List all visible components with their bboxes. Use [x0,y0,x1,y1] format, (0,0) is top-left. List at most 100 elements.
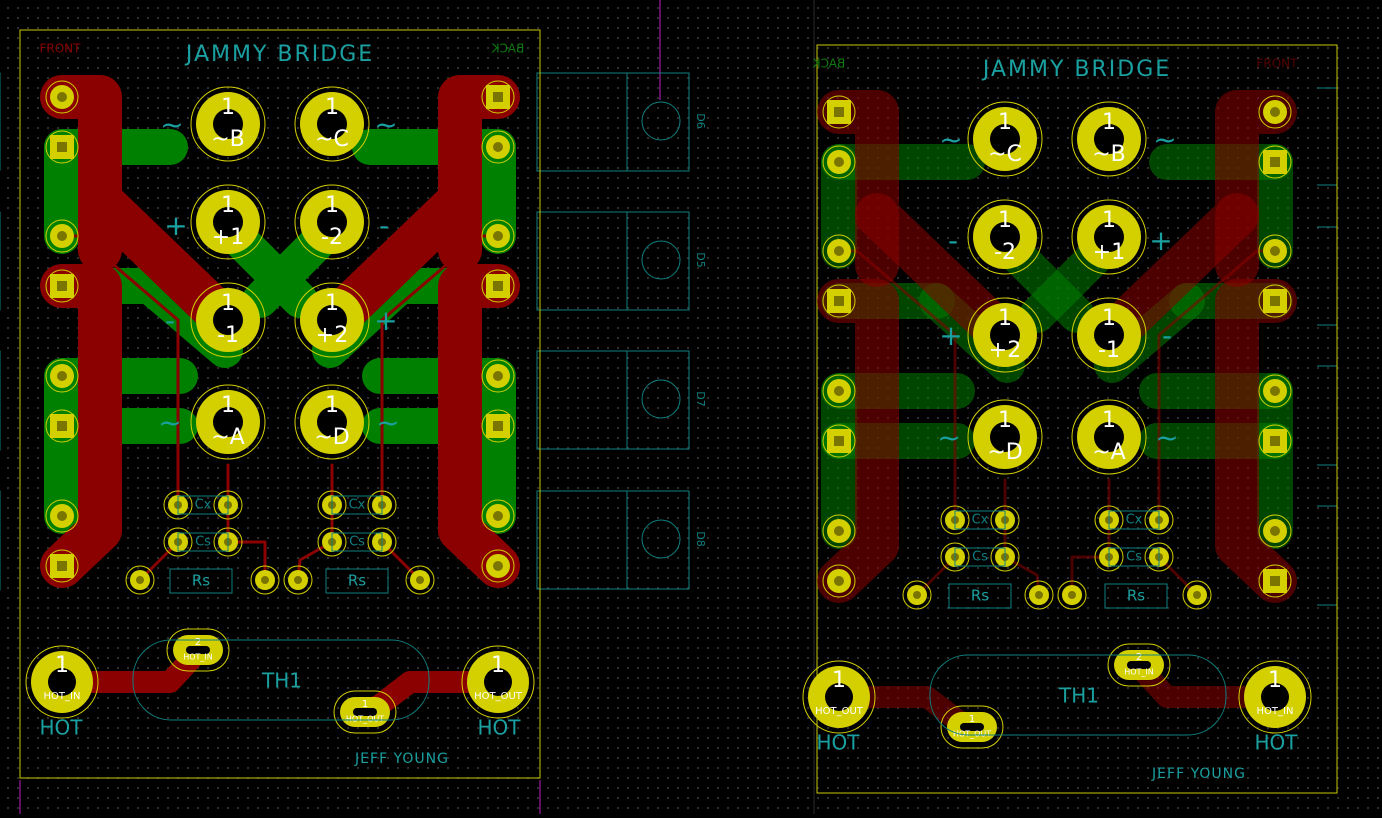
pad-clearance [45,269,79,303]
pad-drill [493,281,503,291]
pad-number: 1 [998,110,1012,135]
terminal-pad[interactable]: 1+2 [967,297,1043,373]
round-pad[interactable] [822,514,856,548]
terminal-pad[interactable]: 1~A [190,384,266,460]
round-pad[interactable] [822,234,856,268]
round-pad[interactable] [45,499,79,533]
diode-footprint[interactable]: D7 [536,350,707,450]
pad-clearance [990,505,1020,535]
polarity-symbol: - [165,304,175,337]
round-pad[interactable] [481,549,515,583]
small-pad[interactable] [250,565,280,595]
terminal-pad[interactable]: 1~A [1071,399,1147,475]
background-layer [19,0,815,814]
terminal-pad[interactable]: 1~B [1071,101,1147,177]
pad-clearance [213,490,243,520]
diode-footprint[interactable]: D6 [536,72,707,172]
pad-drill [1094,422,1124,452]
round-pad[interactable] [45,219,79,253]
small-pad[interactable] [317,490,347,520]
pad-number: 1 [325,393,339,418]
square-pad[interactable] [1258,564,1292,598]
pad-drill [834,526,844,536]
terminal-pad[interactable]: 1-1 [190,282,266,358]
terminal-pad[interactable]: 1~C [294,86,370,162]
terminal-pad[interactable]: 1~D [294,384,370,460]
terminal-pad[interactable]: 1~B [190,86,266,162]
round-pad[interactable] [45,80,79,114]
terminal-pad[interactable]: 1~C [967,101,1043,177]
pad-drill [825,683,853,711]
square-pad[interactable] [45,269,79,303]
round-pad[interactable] [822,374,856,408]
small-pad[interactable] [125,565,155,595]
terminal-pad[interactable]: 1-1 [1071,297,1147,373]
pad-drill [186,646,210,654]
pad-clearance [1258,374,1292,408]
pad-clearance [822,145,856,179]
round-pad[interactable] [1258,95,1292,129]
square-pad[interactable] [481,80,515,114]
round-pad[interactable] [481,130,515,164]
square-pad[interactable] [1258,424,1292,458]
diode-footprint[interactable]: D5 [536,211,707,311]
pad-drill [213,407,243,437]
small-pad[interactable] [367,490,397,520]
small-pad[interactable] [1024,580,1054,610]
front-copper-layer [40,75,520,723]
round-pad[interactable] [822,564,856,598]
round-pad[interactable] [481,219,515,253]
pad-drill [493,231,503,241]
terminal-pad[interactable]: 1~D [967,399,1043,475]
small-pad[interactable] [902,580,932,610]
round-pad[interactable] [481,359,515,393]
square-pad[interactable] [822,95,856,129]
pad-clearance [1024,580,1054,610]
front-copper-trace [1215,279,1297,603]
round-pad[interactable] [1258,514,1292,548]
round-pad[interactable] [1258,234,1292,268]
square-pad[interactable] [1258,284,1292,318]
polarity-symbol: + [374,304,397,337]
small-pad[interactable] [405,565,435,595]
terminal-pad[interactable]: 1-2 [967,199,1043,275]
square-pad[interactable] [481,409,515,443]
pad-clearance [822,95,856,129]
pad-clearance [481,549,515,583]
square-pad[interactable] [1258,145,1292,179]
front-copper-thin-trace [1003,518,1041,597]
small-pad[interactable] [1182,580,1212,610]
terminal-pad[interactable]: 1-2 [294,184,370,260]
back-board-view[interactable]: 1~B1~C1+11-21-11+21~A1~D1HOT_IN1HOT_OUT2… [802,44,1338,794]
pad-net-label: HOT_IN [1124,668,1154,677]
square-pad[interactable] [45,130,79,164]
diode-footprint[interactable]: D8 [536,490,707,590]
terminal-pad[interactable]: 1+1 [190,184,266,260]
polarity-symbol: ~ [158,406,181,439]
square-pad[interactable] [822,284,856,318]
thermistor-ref: TH1 [1058,684,1099,708]
pad-net-label: +2 [989,338,1021,363]
square-pad[interactable] [481,269,515,303]
small-pad[interactable] [283,565,313,595]
round-pad[interactable] [45,359,79,393]
small-pad[interactable] [1057,580,1087,610]
square-pad[interactable] [45,409,79,443]
terminal-pad[interactable]: 1+2 [294,282,370,358]
pad-number: 1 [1102,306,1116,331]
square-pad[interactable] [45,549,79,583]
square-pad[interactable] [822,424,856,458]
round-pad[interactable] [822,145,856,179]
round-pad[interactable] [481,499,515,533]
terminal-pad[interactable]: 1+1 [1071,199,1147,275]
round-pad[interactable] [1258,374,1292,408]
